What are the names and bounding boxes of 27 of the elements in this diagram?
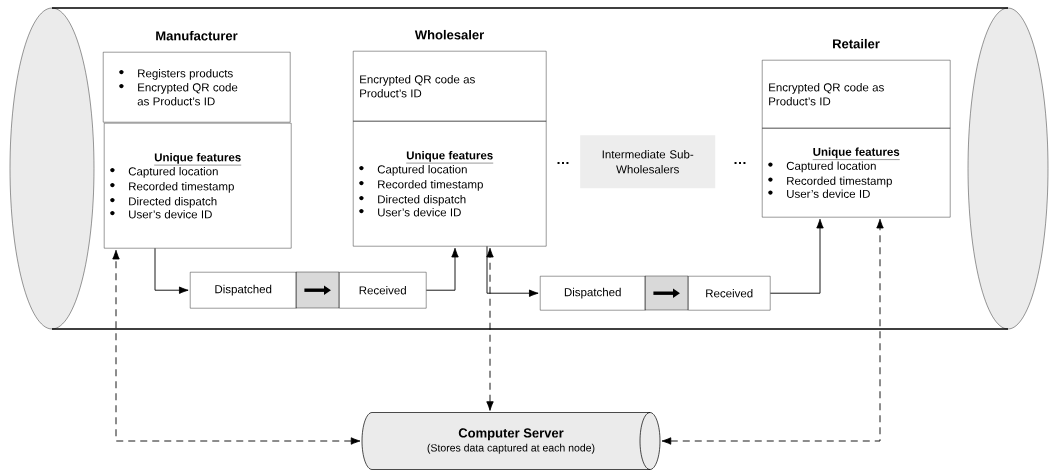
server-cylinder: Computer Server (Stores data captured at each node)	[361, 412, 661, 470]
text-box: Encrypted QR code as Product’s ID	[762, 60, 951, 129]
label-box: Intermediate Sub-Wholesalers	[580, 135, 716, 189]
arrow	[486, 245, 539, 297]
pipe-drawing	[9, 7, 1049, 330]
arrow	[112, 249, 361, 445]
status-box: Received	[339, 272, 427, 309]
arrow	[154, 247, 189, 294]
feature-box: Unique features Captured location Recorded timestamp Directed dispatch User’s device ID	[353, 121, 547, 247]
arrow	[304, 285, 331, 295]
arrow	[769, 218, 824, 294]
arrow	[653, 288, 680, 298]
arrow	[425, 247, 459, 291]
status-box: Dispatched	[190, 272, 297, 309]
status-box: Received	[688, 276, 771, 311]
status-box: Dispatched	[540, 276, 646, 311]
heading: Wholesaler	[414, 29, 484, 40]
ellipsis: …	[734, 161, 746, 165]
text-box: Registers products Encrypted QR code as Product’s ID	[103, 52, 291, 123]
ellipsis: …	[557, 161, 569, 165]
heading: Manufacturer	[156, 30, 238, 41]
text-box: Encrypted QR code as Product’s ID	[353, 51, 547, 122]
feature-box: Unique features Captured location Recorded timestamp User’s device ID	[762, 128, 951, 218]
arrow	[661, 218, 884, 445]
feature-box: Unique features Captured location Recorded timestamp Directed dispatch User’s device ID	[104, 123, 292, 249]
heading: Retailer	[833, 38, 880, 49]
arrow	[486, 247, 494, 411]
